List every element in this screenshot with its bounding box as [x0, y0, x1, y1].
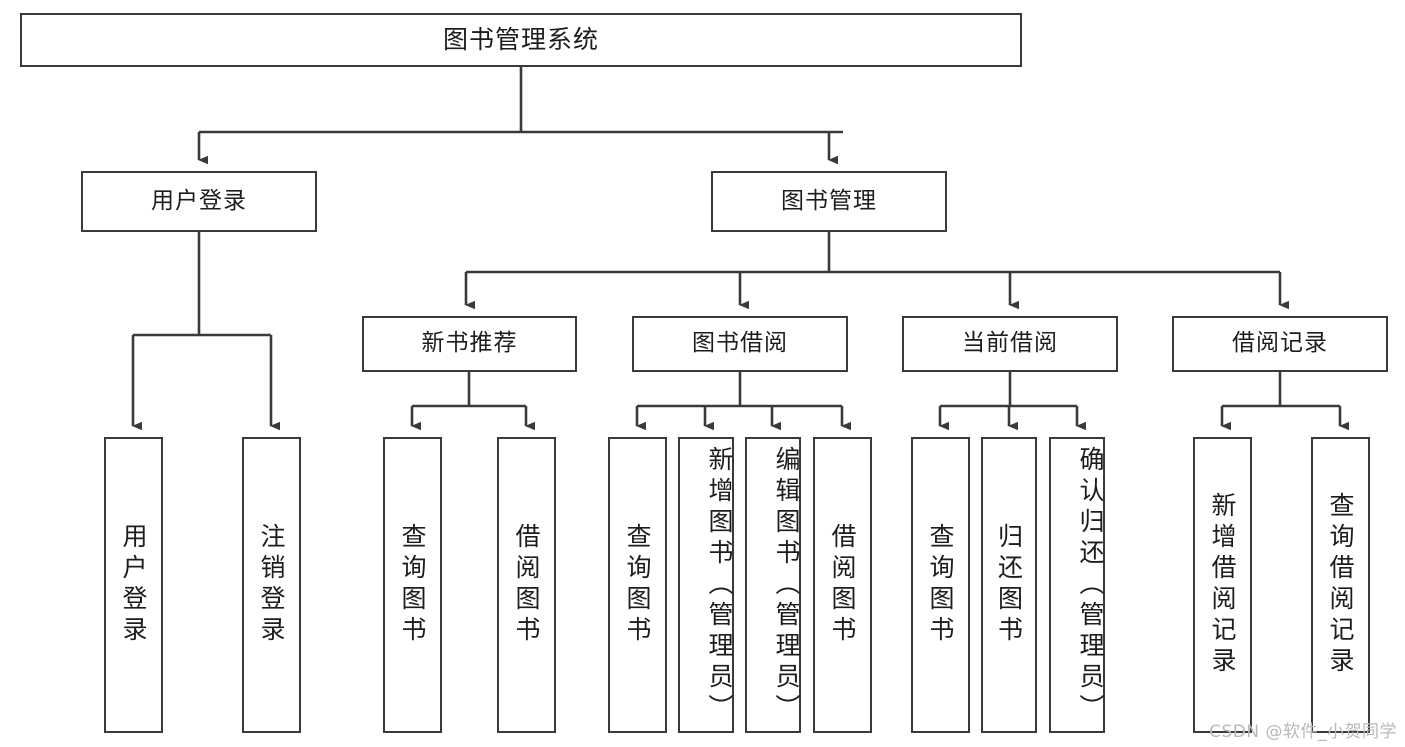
csdn-watermark: CSDN @软件_小贺同学 — [1209, 722, 1397, 742]
leaf-new-book-query-book[interactable]: 查询图书 — [383, 437, 442, 733]
leaf-new-book-borrow-book[interactable]: 借阅图书 — [497, 437, 556, 733]
leaf-current-borrow-query-book[interactable]: 查询图书 — [911, 437, 970, 733]
node-current-borrow[interactable]: 当前借阅 — [902, 316, 1118, 372]
leaf-book-borrow-add-book-admin[interactable]: 新增图书（管理员） — [678, 437, 734, 733]
node-user-login[interactable]: 用户登录 — [81, 171, 317, 232]
node-root-system[interactable]: 图书管理系统 — [20, 13, 1022, 67]
leaf-borrow-record-query-record[interactable]: 查询借阅记录 — [1311, 437, 1370, 733]
leaf-book-borrow-edit-book-admin[interactable]: 编辑图书（管理员） — [745, 437, 801, 733]
node-book-management[interactable]: 图书管理 — [711, 171, 947, 232]
leaf-current-borrow-return-book[interactable]: 归还图书 — [981, 437, 1037, 733]
leaf-book-borrow-query-book[interactable]: 查询图书 — [608, 437, 667, 733]
leaf-book-borrow-borrow-book[interactable]: 借阅图书 — [813, 437, 872, 733]
node-new-book-recommend[interactable]: 新书推荐 — [362, 316, 577, 372]
leaf-borrow-record-add-record[interactable]: 新增借阅记录 — [1193, 437, 1252, 733]
leaf-user-login-logout[interactable]: 注销登录 — [242, 437, 301, 733]
node-book-borrow[interactable]: 图书借阅 — [632, 316, 848, 372]
leaf-current-borrow-confirm-return-admin[interactable]: 确认归还（管理员） — [1049, 437, 1105, 733]
leaf-user-login-login[interactable]: 用户登录 — [104, 437, 163, 733]
node-borrow-record[interactable]: 借阅记录 — [1172, 316, 1388, 372]
